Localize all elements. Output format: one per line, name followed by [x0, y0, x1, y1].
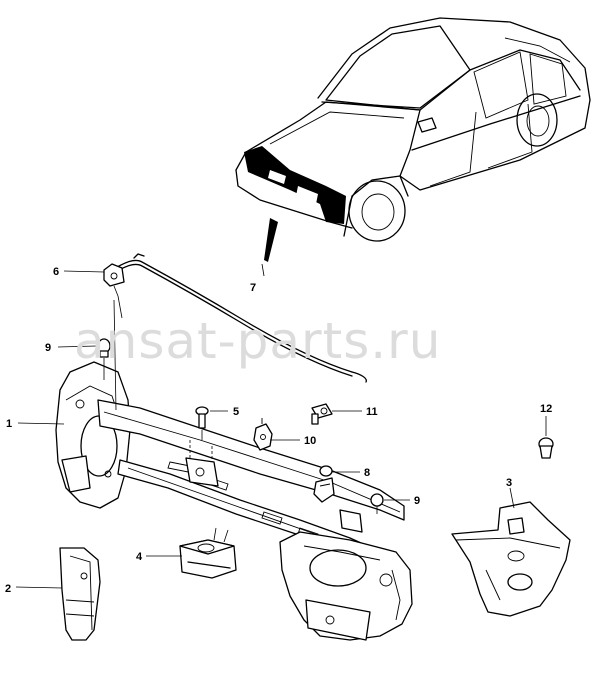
- part-3-bracket: [451, 501, 571, 617]
- callout-3: 3: [506, 477, 512, 489]
- callout-labels: 1 2 3 4 5 6 7 8 9 9 10 11 12: [5, 266, 552, 595]
- part-4-mount: [179, 527, 237, 579]
- callout-5: 5: [233, 406, 239, 418]
- part-8-latch: [313, 465, 335, 503]
- front-panel-assembly: [55, 361, 413, 641]
- callout-11: 11: [366, 406, 378, 418]
- callout-9-left: 9: [45, 342, 51, 354]
- leader-lines: [15, 263, 547, 589]
- part-5-bolt: [195, 406, 209, 440]
- callout-4: 4: [136, 551, 143, 563]
- callout-9-right: 9: [414, 495, 420, 507]
- callout-2: 2: [5, 583, 11, 595]
- callout-8: 8: [364, 467, 370, 479]
- watermark-text: ansat-parts.ru: [74, 312, 441, 370]
- part-2-bracket: [59, 547, 101, 641]
- part-6-clip: [103, 263, 125, 319]
- part-10-clip: [253, 418, 273, 451]
- car-illustration: [235, 17, 591, 262]
- part-12-plug: [538, 437, 554, 459]
- part-9-grommet-right: [370, 493, 384, 514]
- callout-6: 6: [53, 266, 59, 278]
- part-11-bolt: [311, 403, 333, 425]
- part-9-grommet-left: [97, 299, 117, 411]
- callout-1: 1: [6, 418, 12, 430]
- callout-7: 7: [250, 282, 256, 294]
- callout-12: 12: [540, 403, 552, 415]
- callout-10: 10: [304, 435, 316, 447]
- hood-release-cable: [111, 253, 367, 383]
